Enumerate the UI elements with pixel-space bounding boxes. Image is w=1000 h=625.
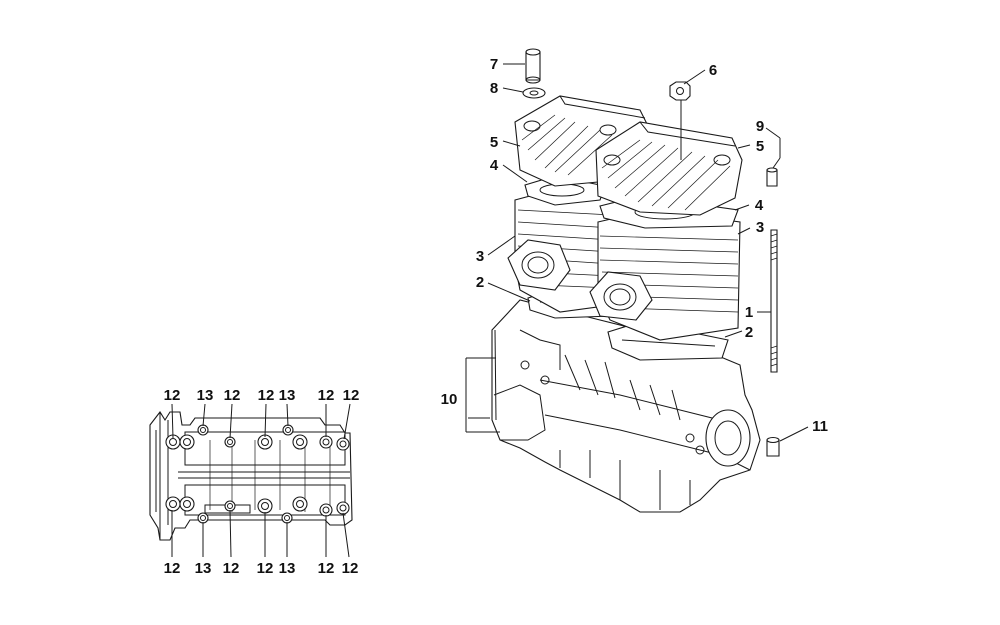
label-top-3: 12 (224, 387, 241, 404)
label-bottom-2: 13 (195, 560, 212, 577)
head-nut (669, 81, 691, 101)
label-bottom-5: 13 (279, 560, 296, 577)
callout-3-rear: 3 (476, 248, 484, 265)
callout-6: 6 (709, 62, 717, 79)
cylinder-front (589, 209, 741, 341)
callout-8: 8 (490, 80, 498, 97)
label-bottom-7: 12 (342, 560, 359, 577)
label-bottom-3: 12 (223, 560, 240, 577)
callout-10: 10 (441, 391, 458, 408)
top-leaders (171, 403, 351, 440)
callout-2-front: 2 (745, 324, 753, 341)
leader-lines (465, 63, 809, 442)
callout-5-front: 5 (756, 138, 764, 155)
callout-5-rear: 5 (490, 134, 498, 151)
callout-11: 11 (812, 418, 828, 435)
callout-4-rear: 4 (490, 157, 499, 174)
callout-9: 9 (756, 118, 764, 135)
label-top-6: 12 (318, 387, 335, 404)
label-top-4: 12 (258, 387, 275, 404)
label-top-1: 12 (164, 387, 181, 404)
label-top-2: 13 (197, 387, 214, 404)
engine-exploded-view: 7 8 6 5 4 9 5 4 3 3 2 1 2 10 11 (441, 48, 828, 513)
sleeve (525, 48, 541, 84)
cylinder-head-front (595, 121, 743, 216)
bottom-leaders (171, 509, 350, 558)
callout-2-rear: 2 (476, 274, 484, 291)
label-bottom-1: 12 (164, 560, 181, 577)
callout-3-front: 3 (756, 219, 764, 236)
callout-1: 1 (745, 304, 753, 321)
washer (522, 87, 546, 99)
dowel-pin-upper (766, 167, 778, 187)
label-bottom-4: 12 (257, 560, 274, 577)
dowel-pin-lower (766, 436, 780, 457)
label-top-7: 12 (343, 387, 360, 404)
crankcase-bottom-view: 12 13 12 12 13 12 12 12 13 12 12 13 12 1… (149, 387, 360, 577)
label-bottom-6: 12 (318, 560, 335, 577)
cylinder-stud (770, 229, 778, 373)
label-top-5: 13 (279, 387, 296, 404)
callout-7: 7 (490, 56, 498, 73)
callout-4-front: 4 (755, 197, 764, 214)
cylinder-rear (507, 187, 616, 313)
